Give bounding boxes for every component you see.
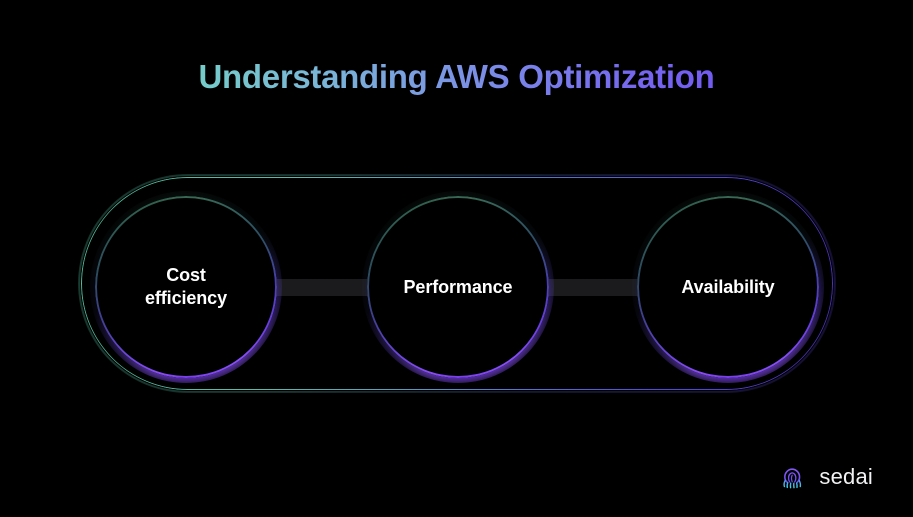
node-availability[interactable]: Availability — [632, 191, 824, 383]
sedai-jellyfish-icon — [780, 462, 810, 492]
node-label-cost-efficiency: Cost efficiency — [144, 265, 228, 308]
page-title: Understanding AWS Optimization — [0, 58, 913, 96]
node-cost-efficiency[interactable]: Cost efficiency — [90, 191, 282, 383]
node-ring — [95, 196, 277, 378]
node-ring — [367, 196, 549, 378]
node-label-availability: Availability — [681, 276, 775, 297]
brand-wordmark: sedai — [819, 464, 873, 489]
node-ring — [637, 196, 819, 378]
brand-logo: sedai — [780, 462, 873, 492]
node-performance[interactable]: Performance — [362, 191, 554, 383]
node-label-performance: Performance — [403, 276, 513, 297]
